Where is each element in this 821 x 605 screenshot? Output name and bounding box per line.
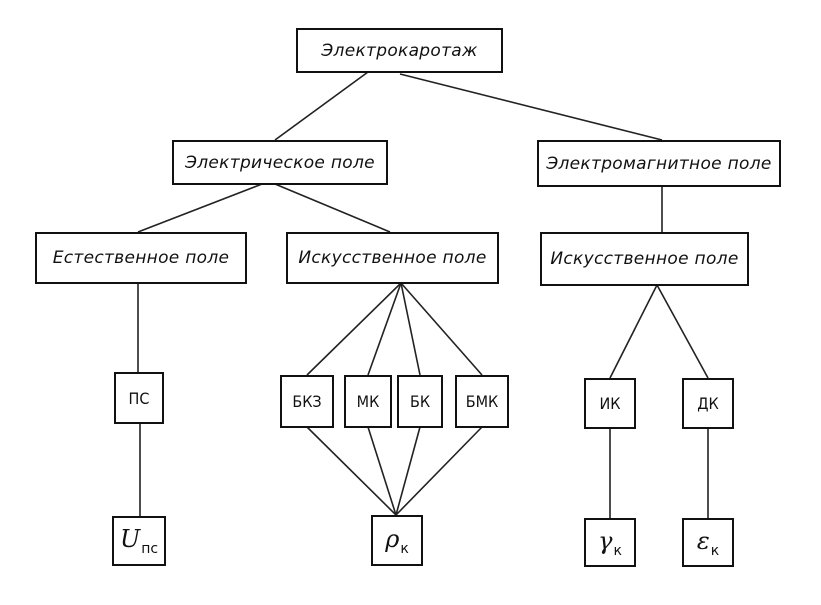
edge-art-mk (367, 282, 402, 376)
param-eps-symbol: ε (696, 526, 710, 555)
electromagnetic-field-node: Электромагнитное поле (537, 140, 781, 187)
method-bk-node: БК (397, 375, 443, 428)
edge-bmk-rho (395, 426, 483, 516)
method-ps-label: ПС (128, 388, 150, 408)
artificial-field-electric-label: Искусственное поле (298, 248, 487, 268)
method-bmk-node: БМК (455, 375, 509, 428)
edge-bkz-rho (306, 426, 397, 516)
param-eps-subscript: к (710, 542, 720, 559)
method-ik-label: ИК (599, 394, 621, 413)
method-ik-node: ИК (584, 378, 636, 429)
artificial-field-em-label: Искусственное поле (550, 249, 739, 269)
edge-root-electric (274, 71, 369, 141)
edge-art-bmk (400, 282, 483, 376)
method-bmk-label: БМК (465, 392, 499, 411)
param-eps-k-symbol: εк (697, 527, 719, 559)
param-u-symbol: U (119, 525, 141, 553)
param-gamma-k-symbol: γк (598, 527, 622, 559)
method-bkz-label: БКЗ (292, 392, 322, 411)
artificial-field-electric-node: Искусственное поле (286, 232, 499, 284)
edge-electric-natural (137, 183, 263, 233)
natural-field-node: Естественное поле (35, 232, 247, 284)
param-gamma-k-node: γк (584, 518, 636, 567)
edge-bk-rho (395, 426, 421, 516)
method-mk-node: МК (344, 375, 392, 428)
edge-art-bkz (306, 282, 402, 376)
param-gamma-symbol: γ (598, 526, 613, 555)
electric-field-label: Электрическое поле (185, 152, 375, 173)
param-rho-symbol: ρ (385, 524, 400, 553)
edge-artem-ik (609, 284, 658, 379)
method-bk-label: БК (409, 392, 431, 411)
edge-artem-dk (656, 284, 709, 379)
edge-mk-rho (367, 426, 397, 516)
electromagnetic-field-label: Электромагнитное поле (546, 153, 772, 174)
method-mk-label: МК (356, 392, 380, 411)
root-node: Электрокаротаж (296, 28, 503, 73)
edge-art-bk (400, 282, 421, 376)
method-dk-node: ДК (682, 378, 734, 429)
root-node-label: Электрокаротаж (321, 40, 478, 61)
method-bkz-node: БКЗ (280, 375, 334, 428)
param-u-ps-symbol: Uпс (120, 525, 158, 557)
param-rho-k-symbol: ρк (385, 525, 409, 557)
edge-electric-artificial (274, 183, 391, 233)
param-eps-k-node: εк (682, 518, 734, 567)
electric-field-node: Электрическое поле (172, 140, 388, 185)
method-ps-node: ПС (114, 372, 164, 424)
artificial-field-em-node: Искусственное поле (540, 232, 749, 286)
param-u-ps-node: Uпс (112, 516, 166, 566)
param-gamma-subscript: к (613, 542, 622, 559)
param-rho-k-node: ρк (371, 515, 423, 566)
method-dk-label: ДК (697, 394, 719, 413)
natural-field-label: Естественное поле (52, 248, 230, 268)
param-u-subscript: пс (141, 541, 159, 557)
edge-root-electromagnetic (399, 73, 663, 141)
param-rho-subscript: к (400, 540, 409, 557)
